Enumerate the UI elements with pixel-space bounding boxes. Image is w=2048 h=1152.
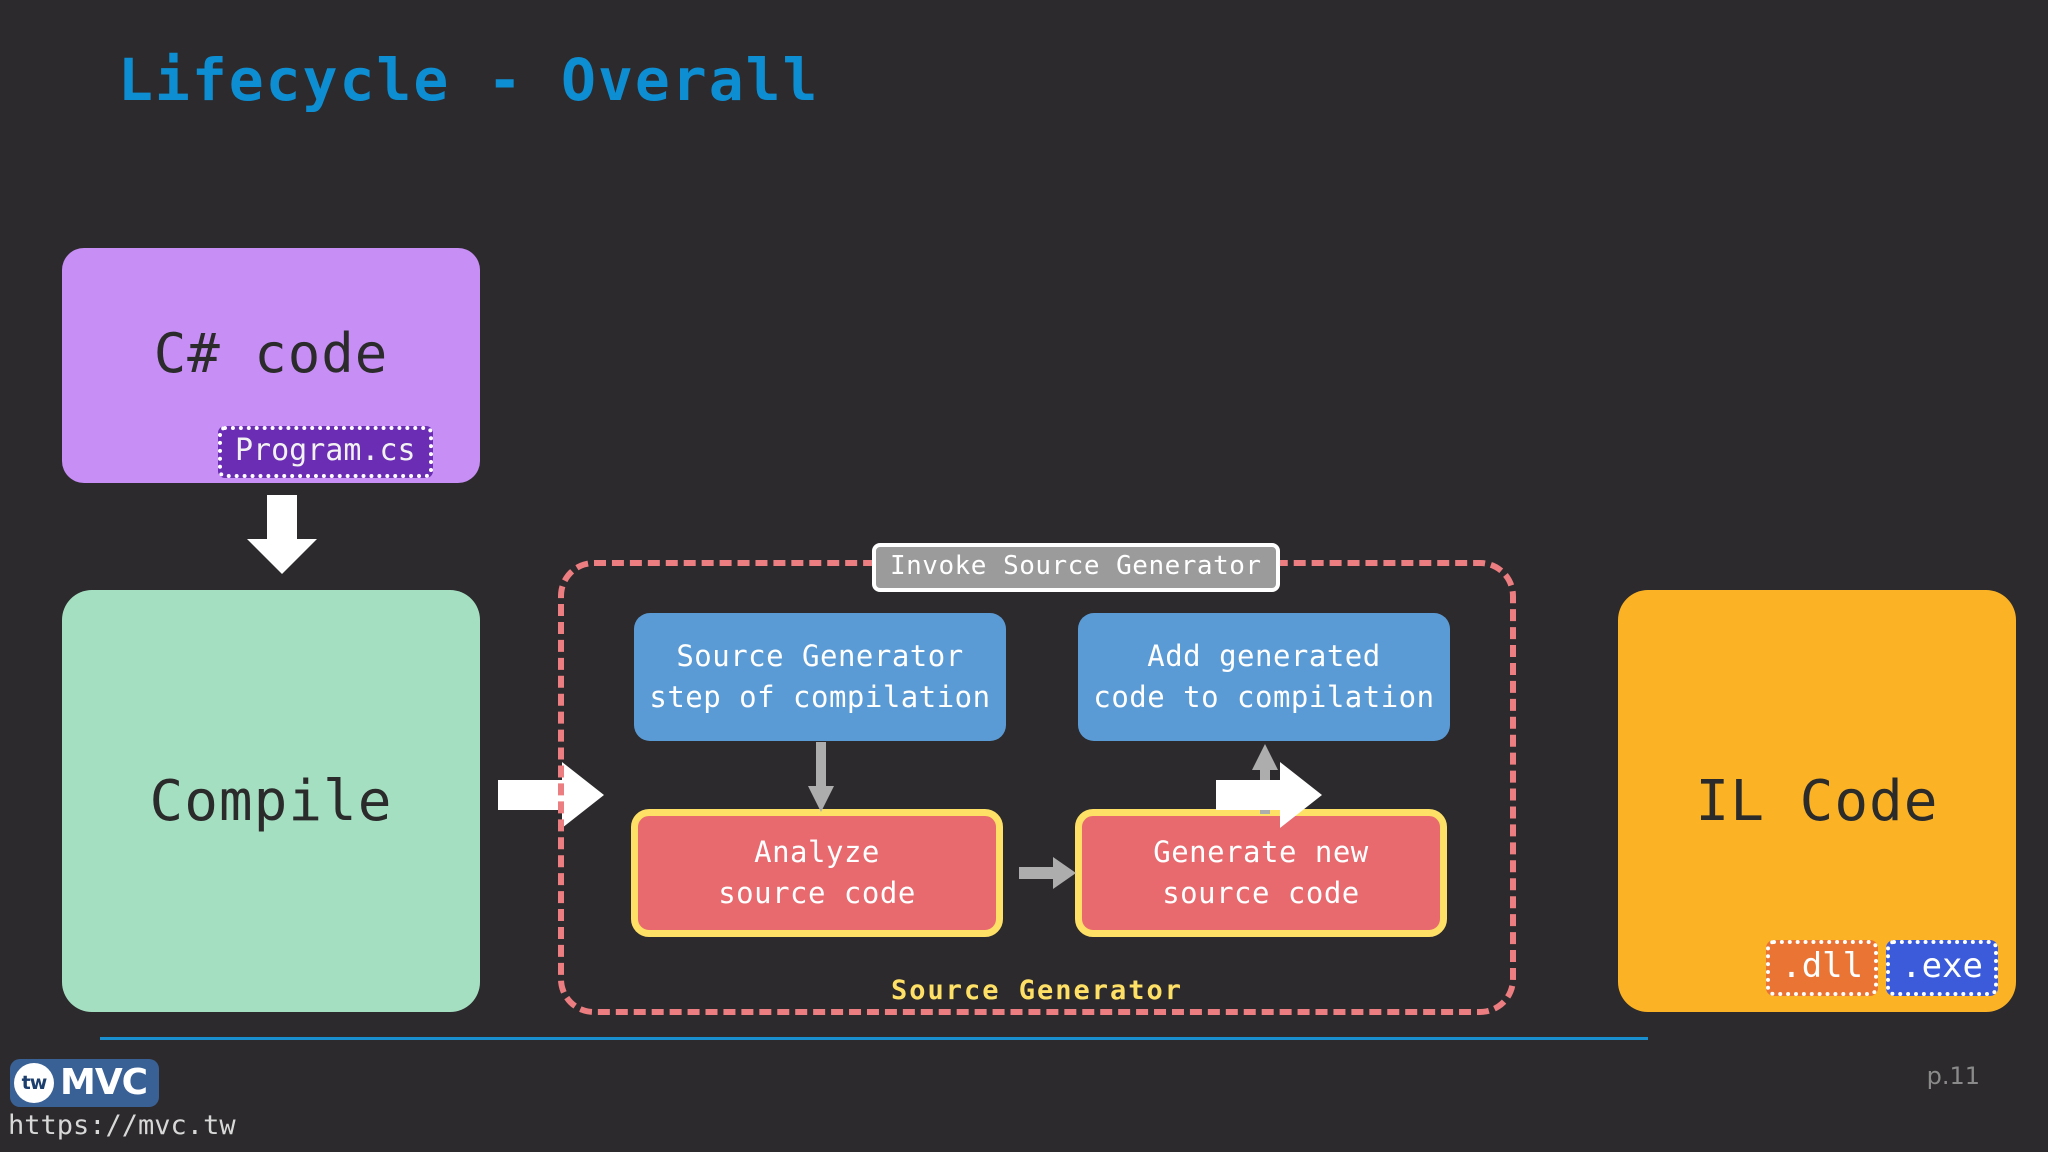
brand-logo: tw MVC (10, 1059, 160, 1107)
arrow-right-gray-icon (1019, 855, 1077, 895)
node-il-code-label: IL Code (1695, 768, 1939, 834)
step-generate-new-source-code: Generate new source code (1075, 809, 1447, 937)
footer-url: https://mvc.tw (8, 1110, 236, 1141)
arrow-up-gray-icon (1251, 742, 1279, 818)
arrow-right-white-icon-2 (1216, 760, 1324, 834)
page-title: Lifecycle - Overall (118, 46, 820, 114)
arrow-down-gray-icon (807, 742, 835, 818)
step-source-generator-step: Source Generator step of compilation (634, 613, 1006, 741)
node-compile: Compile (62, 590, 480, 1012)
node-il-code: IL Code .dll .exe (1618, 590, 2016, 1012)
badge-exe: .exe (1886, 939, 1998, 996)
logo-badge: tw MVC (10, 1059, 160, 1107)
node-csharp-code-label: C# code (153, 322, 389, 385)
footer-divider (100, 1037, 1648, 1040)
il-code-output-badges: .dll .exe (1766, 939, 1998, 996)
arrow-right-white-icon-1 (498, 760, 606, 834)
step-analyze-source-code: Analyze source code (631, 809, 1003, 937)
source-generator-chip: Invoke Source Generator (872, 543, 1280, 592)
tw-mark-icon: tw (14, 1063, 54, 1103)
source-generator-footer-label: Source Generator (890, 975, 1184, 1006)
badge-program-cs: Program.cs (218, 426, 433, 478)
arrow-down-white-icon (245, 495, 319, 579)
step-add-generated-code: Add generated code to compilation (1078, 613, 1450, 741)
page-number: p.11 (1926, 1062, 1980, 1090)
logo-text: MVC (60, 1062, 148, 1103)
badge-dll: .dll (1766, 939, 1879, 996)
